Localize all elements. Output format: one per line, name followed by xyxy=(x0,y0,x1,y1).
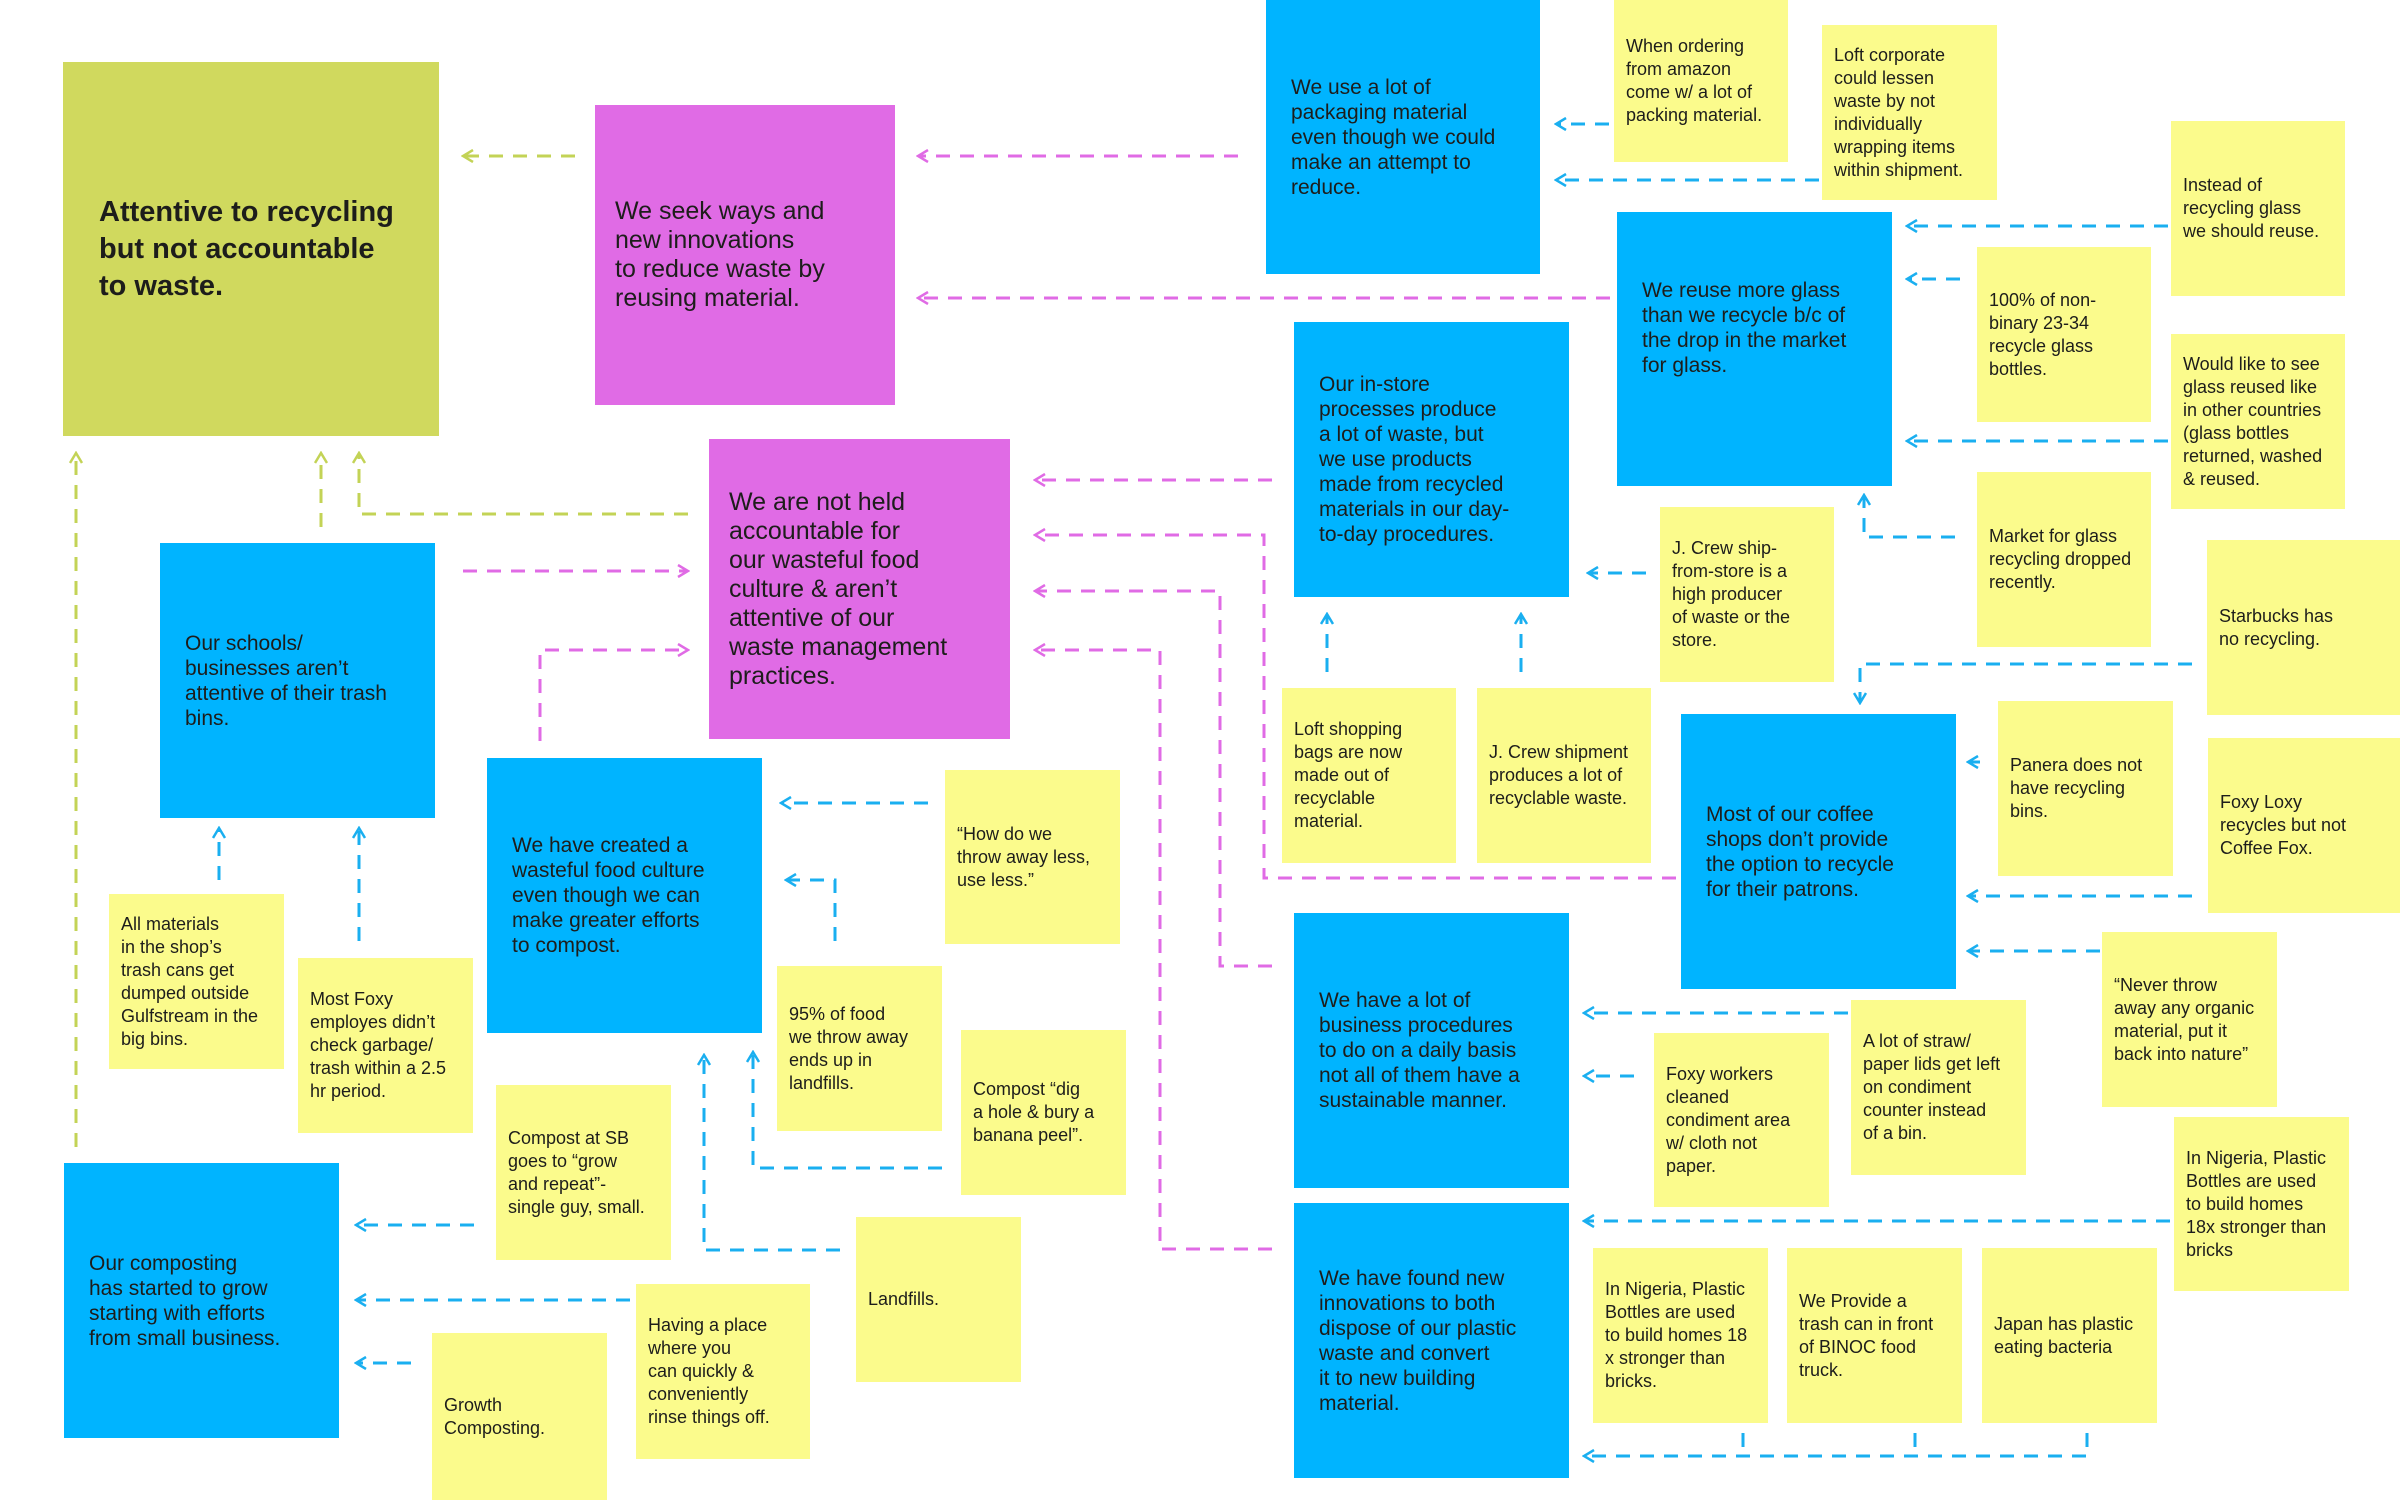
sticky-text: Compost at SB goes to “grow and repeat”-… xyxy=(508,1127,645,1217)
sticky-note[interactable]: 95% of food we throw away ends up in lan… xyxy=(777,966,942,1131)
finding-card-glass[interactable]: We reuse more glass than we recycle b/c … xyxy=(1617,212,1892,486)
finding-text: Our composting has started to grow start… xyxy=(89,1251,281,1350)
sticky-text: J. Crew ship- from-store is a high produ… xyxy=(1672,538,1791,650)
insight-card-not-held[interactable]: We are not held accountable for our wast… xyxy=(709,439,1010,739)
sticky-text: We Provide a trash can in front of BINOC… xyxy=(1799,1290,1934,1380)
sticky-text: Foxy workers cleaned condiment area w/ c… xyxy=(1666,1063,1791,1176)
link-bottom-to-plastic xyxy=(1584,1433,2089,1456)
sticky-text: A lot of straw/ paper lids get left on c… xyxy=(1863,1031,2001,1143)
finding-card-coffee[interactable]: Most of our coffee shops don’t provide t… xyxy=(1681,714,1956,989)
sticky-note[interactable]: All materials in the shop’s trash cans g… xyxy=(109,894,284,1069)
sticky-note[interactable]: In Nigeria, Plastic Bottles are used to … xyxy=(2174,1117,2349,1291)
sticky-text: Growth Composting. xyxy=(444,1394,546,1438)
sticky-text: Foxy Loxy recycles but not Coffee Fox. xyxy=(2220,792,2347,858)
sticky-note[interactable]: Most Foxy employes didn’t check garbage/… xyxy=(298,958,473,1133)
link-starbucks-to-coffee xyxy=(1860,662,2192,703)
insight-card-reuse[interactable]: We seek ways and new innovations to redu… xyxy=(595,105,895,405)
link-food95-to-foodculture xyxy=(786,880,837,941)
finding-text: We have a lot of business procedures to … xyxy=(1319,989,1520,1112)
finding-text: We have found new innovations to both di… xyxy=(1319,1266,1517,1415)
sticky-note[interactable]: Panera does not have recycling bins. xyxy=(1998,701,2173,876)
finding-text: We use a lot of packaging material even … xyxy=(1291,75,1496,199)
sticky-note[interactable]: Instead of recycling glass we should reu… xyxy=(2171,121,2345,296)
finding-card-packaging[interactable]: We use a lot of packaging material even … xyxy=(1266,0,1540,274)
sticky-note[interactable]: J. Crew shipment produces a lot of recyc… xyxy=(1477,688,1651,863)
sticky-note[interactable]: Would like to see glass reused like in o… xyxy=(2171,334,2345,509)
sticky-text: 95% of food we throw away ends up in lan… xyxy=(789,1003,909,1093)
sticky-text: Japan has plastic eating bacteria xyxy=(1994,1313,2134,1357)
insight-text: We are not held accountable for our wast… xyxy=(729,487,948,690)
finding-card-procedures[interactable]: We have a lot of business procedures to … xyxy=(1294,913,1569,1188)
sticky-note[interactable]: Growth Composting. xyxy=(432,1333,607,1500)
finding-card-plastic[interactable]: We have found new innovations to both di… xyxy=(1294,1203,1569,1478)
sticky-text: Compost “dig a hole & bury a banana peel… xyxy=(973,1079,1095,1145)
link-market-to-glass xyxy=(1864,495,1955,539)
finding-text: Our in-store processes produce a lot of … xyxy=(1319,373,1510,546)
sticky-text: Landfills. xyxy=(868,1289,940,1309)
sticky-note[interactable]: “Never throw away any organic material, … xyxy=(2102,932,2277,1107)
sticky-text: Would like to see glass reused like in o… xyxy=(2183,353,2323,489)
finding-text: We reuse more glass than we recycle b/c … xyxy=(1642,279,1847,377)
link-foodculture-to-notheld xyxy=(538,650,688,741)
sticky-note[interactable]: Compost at SB goes to “grow and repeat”-… xyxy=(496,1085,671,1260)
sticky-note[interactable]: Loft corporate could lessen waste by not… xyxy=(1822,25,1997,200)
sticky-note[interactable]: Having a place where you can quickly & c… xyxy=(636,1284,810,1459)
sticky-text: J. Crew shipment produces a lot of recyc… xyxy=(1489,742,1629,808)
sticky-note[interactable]: Landfills. xyxy=(856,1217,1021,1382)
sticky-text: Loft shopping bags are now made out of r… xyxy=(1294,719,1403,831)
sticky-text: Starbucks has no recycling. xyxy=(2219,605,2334,649)
sticky-text: Having a place where you can quickly & c… xyxy=(648,1315,770,1427)
sticky-note[interactable]: When ordering from amazon come w/ a lot … xyxy=(1614,0,1788,162)
sticky-text: Market for glass recycling dropped recen… xyxy=(1989,526,2132,592)
finding-card-composting[interactable]: Our composting has started to grow start… xyxy=(64,1163,339,1438)
sticky-note[interactable]: J. Crew ship- from-store is a high produ… xyxy=(1660,507,1834,682)
sticky-text: Loft corporate could lessen waste by not… xyxy=(1834,44,1964,180)
sticky-note[interactable]: Loft shopping bags are now made out of r… xyxy=(1282,688,1456,863)
sticky-note[interactable]: Market for glass recycling dropped recen… xyxy=(1977,472,2151,647)
sticky-text: Most Foxy employes didn’t check garbage/… xyxy=(310,989,447,1101)
sticky-note[interactable]: We Provide a trash can in front of BINOC… xyxy=(1787,1248,1962,1423)
sticky-note[interactable]: Foxy workers cleaned condiment area w/ c… xyxy=(1654,1033,1829,1207)
sticky-note[interactable]: In Nigeria, Plastic Bottles are used to … xyxy=(1593,1248,1768,1423)
insight-text: We seek ways and new innovations to redu… xyxy=(615,197,825,312)
sticky-text: “How do we throw away less, use less.” xyxy=(957,823,1091,890)
link-notheld-to-theme xyxy=(359,453,688,516)
sticky-note[interactable]: 100% of non- binary 23-34 recycle glass … xyxy=(1977,247,2151,422)
sticky-note[interactable]: Compost “dig a hole & bury a banana peel… xyxy=(961,1030,1126,1195)
sticky-text: All materials in the shop’s trash cans g… xyxy=(121,913,259,1049)
sticky-note[interactable]: Foxy Loxy recycles but not Coffee Fox. xyxy=(2208,738,2400,913)
finding-card-food-culture[interactable]: We have created a wasteful food culture … xyxy=(487,758,762,1033)
sticky-text: 100% of non- binary 23-34 recycle glass … xyxy=(1989,289,2097,379)
sticky-text: When ordering from amazon come w/ a lot … xyxy=(1626,36,1763,125)
finding-card-instore[interactable]: Our in-store processes produce a lot of … xyxy=(1294,322,1569,597)
sticky-text: “Never throw away any organic material, … xyxy=(2114,974,2255,1064)
theme-text: Attentive to recycling but not accountab… xyxy=(99,195,394,302)
sticky-note[interactable]: Starbucks has no recycling. xyxy=(2207,540,2400,715)
theme-card[interactable]: Attentive to recycling but not accountab… xyxy=(63,62,439,436)
sticky-text: Panera does not have recycling bins. xyxy=(2010,755,2143,821)
sticky-note[interactable]: A lot of straw/ paper lids get left on c… xyxy=(1851,1000,2026,1175)
finding-text: We have created a wasteful food culture … xyxy=(512,834,705,957)
sticky-note[interactable]: Japan has plastic eating bacteria xyxy=(1982,1248,2157,1423)
sticky-text: In Nigeria, Plastic Bottles are used to … xyxy=(2186,1147,2327,1260)
finding-text: Most of our coffee shops don’t provide t… xyxy=(1706,802,1894,901)
sticky-text: In Nigeria, Plastic Bottles are used to … xyxy=(1605,1279,1748,1391)
sticky-text: Instead of recycling glass we should reu… xyxy=(2183,175,2320,241)
finding-text: Our schools/ businesses aren’t attentive… xyxy=(185,631,387,730)
sticky-note[interactable]: “How do we throw away less, use less.” xyxy=(945,770,1120,944)
finding-card-schools[interactable]: Our schools/ businesses aren’t attentive… xyxy=(160,543,435,818)
